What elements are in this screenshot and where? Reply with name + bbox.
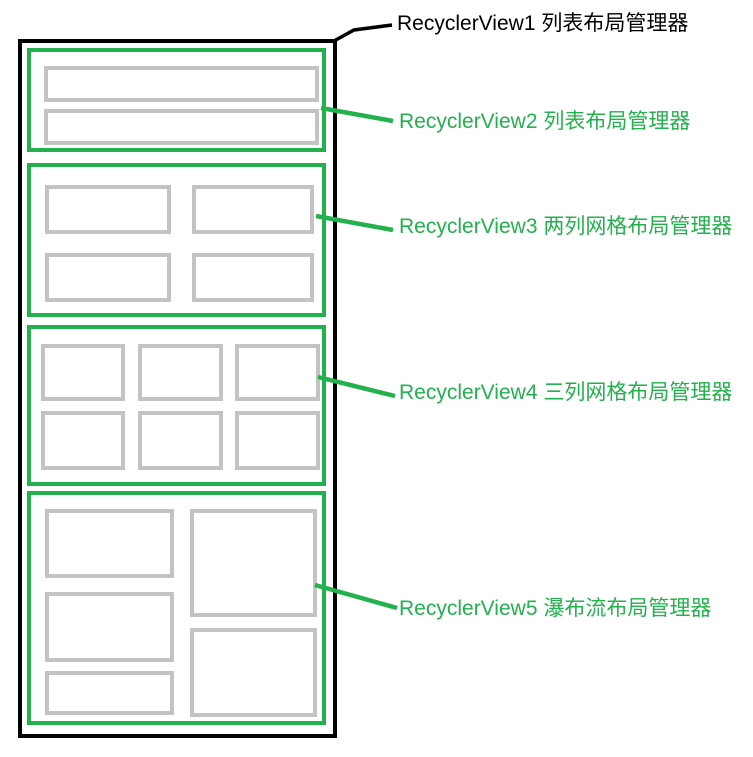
recyclerview3-frame xyxy=(27,163,326,317)
grid-item xyxy=(138,411,223,470)
recyclerview5-frame xyxy=(27,491,326,725)
grid-item xyxy=(235,411,320,470)
annotation-recyclerview1: RecyclerView1 列表布局管理器 xyxy=(397,12,689,35)
list-item xyxy=(44,66,319,102)
annotation-recyclerview4: RecyclerView4 三列网格布局管理器 xyxy=(399,381,733,404)
grid-item xyxy=(235,344,320,401)
grid-item xyxy=(41,411,125,470)
waterfall-item xyxy=(190,628,317,717)
recyclerview2-frame xyxy=(27,48,326,152)
grid-item xyxy=(45,185,171,234)
waterfall-item xyxy=(190,509,317,617)
waterfall-item xyxy=(45,671,174,715)
annotation-recyclerview3: RecyclerView3 两列网格布局管理器 xyxy=(399,215,733,238)
grid-item xyxy=(138,344,223,401)
grid-item xyxy=(192,185,314,234)
grid-item xyxy=(192,253,314,302)
waterfall-item xyxy=(45,592,174,662)
grid-item xyxy=(41,344,125,401)
leader-line-recyclerview1 xyxy=(333,23,393,43)
annotation-recyclerview2: RecyclerView2 列表布局管理器 xyxy=(399,110,691,133)
annotation-recyclerview5: RecyclerView5 瀑布流布局管理器 xyxy=(399,597,712,620)
recyclerview4-frame xyxy=(27,325,326,486)
grid-item xyxy=(45,253,171,302)
waterfall-item xyxy=(45,509,174,578)
list-item xyxy=(44,109,319,145)
